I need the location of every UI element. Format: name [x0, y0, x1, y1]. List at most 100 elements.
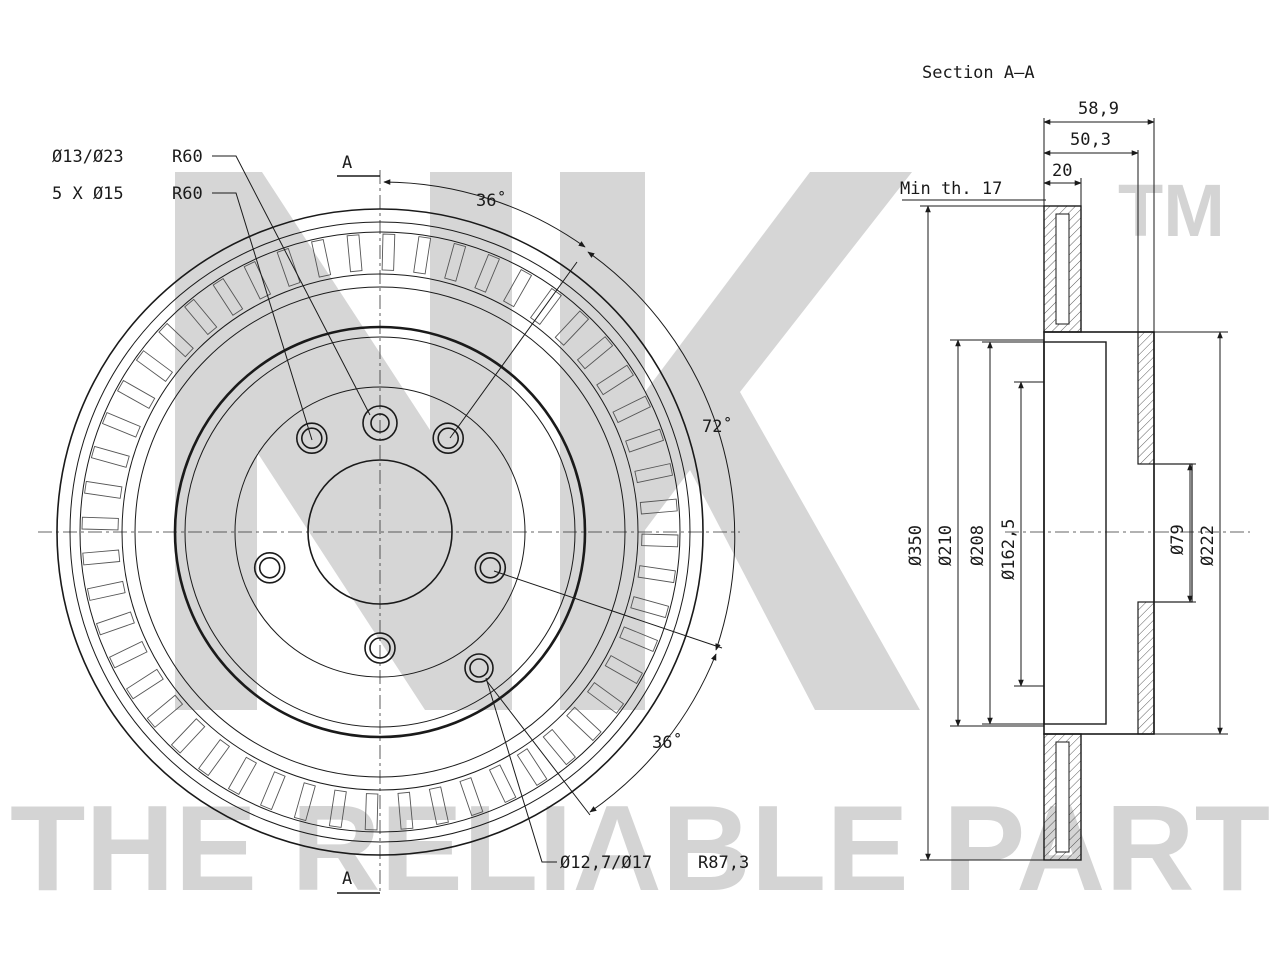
cooling-vane	[81, 516, 119, 531]
section-title: Section A–A	[922, 63, 1035, 83]
bolt-hole-inner	[479, 556, 502, 579]
center-bore	[307, 459, 453, 605]
section-label-bottom: A	[342, 869, 352, 889]
cooling-vane	[125, 668, 164, 700]
bolt-hole-outer	[432, 422, 465, 455]
width-inner-label: 50,3	[1070, 130, 1111, 150]
cooling-vane	[428, 786, 449, 826]
cooling-vane	[108, 640, 148, 669]
bolt-hole-inner	[300, 427, 323, 450]
angle-bottom-label: 36˚	[652, 732, 683, 753]
cooling-vane	[184, 298, 218, 336]
bolt-hole-outer	[253, 551, 286, 584]
cooling-vane	[488, 764, 517, 804]
cooling-vane	[516, 748, 548, 787]
cooling-vane	[364, 793, 379, 831]
bolt-hole-inner	[369, 637, 391, 659]
cooling-vane	[474, 253, 500, 293]
hat-edge	[173, 325, 587, 739]
cooling-vane	[101, 412, 141, 438]
cooling-vane	[260, 771, 286, 811]
vent-channel-lower	[1055, 741, 1070, 853]
small-hole-radius: R87,3	[698, 853, 749, 873]
thickness-label: 20	[1052, 161, 1072, 181]
vent-channel-upper	[1055, 213, 1070, 325]
cooling-vane	[95, 611, 135, 636]
leader-small-hole	[485, 677, 557, 863]
cooling-vane	[381, 233, 396, 271]
locating-hole-outer	[464, 653, 494, 683]
section-marker-top: A	[337, 153, 380, 177]
bolt-hole-outer	[364, 632, 396, 664]
cooling-vane	[566, 706, 602, 742]
diameter-350-label: Ø350	[906, 525, 926, 566]
cooling-vane	[227, 756, 258, 796]
cooling-vane	[146, 694, 184, 728]
section-marker-bottom: A	[337, 869, 380, 894]
angle-ref-line-3	[485, 679, 591, 816]
cooling-vane	[397, 791, 414, 830]
hat-inner	[184, 336, 576, 728]
cooling-vane	[346, 234, 363, 273]
diameter-79-label: Ø79	[1168, 524, 1188, 555]
cooling-vane	[170, 718, 206, 754]
nk-logo	[175, 172, 920, 710]
cooling-vane	[459, 777, 484, 817]
hat-wall-upper	[1137, 331, 1155, 465]
cooling-vane	[158, 322, 194, 358]
hub-face	[234, 386, 526, 678]
bolt-hole-inner	[437, 427, 460, 450]
large-hole-diameters: Ø13/Ø23	[52, 147, 124, 167]
diameter-208-label: Ø208	[968, 525, 988, 566]
cooling-vane	[529, 287, 562, 326]
bolt-hole-radius: R60	[172, 184, 203, 204]
diameter-222-label: Ø222	[1198, 525, 1218, 566]
cooling-vane	[198, 738, 231, 777]
cooling-vane	[212, 277, 244, 316]
angle-top-label: 36˚	[476, 190, 507, 211]
cooling-vane	[82, 549, 121, 566]
bolt-holes	[253, 422, 507, 664]
trademark-text: TM	[1118, 169, 1225, 252]
cooling-vane	[86, 580, 126, 601]
large-hole-radius: R60	[172, 147, 203, 167]
leader-bolt-hole	[212, 192, 313, 441]
leader-large-hole	[212, 155, 371, 416]
bolt-hole-inner	[258, 556, 281, 579]
angle-ref-line-1	[449, 261, 578, 439]
cooling-vane	[293, 782, 316, 822]
cooling-vane	[413, 236, 432, 275]
threaded-hole-outer	[362, 405, 398, 441]
cooling-vane	[116, 379, 156, 410]
min-thickness-label: Min th. 17	[900, 179, 1002, 199]
cooling-vane	[641, 533, 679, 548]
cooling-vane	[311, 238, 332, 278]
angle-arc-bottom	[589, 653, 717, 813]
cooling-vane	[135, 350, 174, 383]
locating-hole-inner	[469, 658, 489, 678]
cooling-vane	[502, 268, 533, 308]
section-view: Section A–A 58,9 50,3 20 Min th. 17 Ø350	[900, 63, 1250, 861]
threaded-hole-inner	[370, 413, 390, 433]
bolt-hole-outer	[295, 422, 328, 455]
cooling-vane	[328, 789, 347, 828]
cooling-vane	[84, 480, 123, 499]
diameter-162-label: Ø162,5	[999, 519, 1019, 580]
cooling-vane	[243, 260, 272, 300]
angle-arc-right	[587, 251, 736, 651]
small-hole-diameters: Ø12,7/Ø17	[560, 853, 652, 873]
cooling-vane	[90, 445, 130, 468]
angle-arc-top	[383, 179, 586, 248]
bolt-hole-outer	[474, 551, 507, 584]
bolt-hole-spec: 5 X Ø15	[52, 184, 124, 204]
hat-recess	[1043, 341, 1107, 725]
hat-wall-lower	[1137, 601, 1155, 735]
angle-right-label: 72˚	[702, 416, 733, 437]
front-view: A A Ø13/Ø23 R60 5 X Ø15 R60 Ø12,7/Ø17 R8…	[38, 147, 749, 895]
section-label-top: A	[342, 153, 352, 173]
cooling-vane	[542, 728, 576, 766]
diameter-210-label: Ø210	[936, 525, 956, 566]
width-overall-label: 58,9	[1078, 99, 1119, 119]
cooling-vane	[276, 247, 301, 287]
